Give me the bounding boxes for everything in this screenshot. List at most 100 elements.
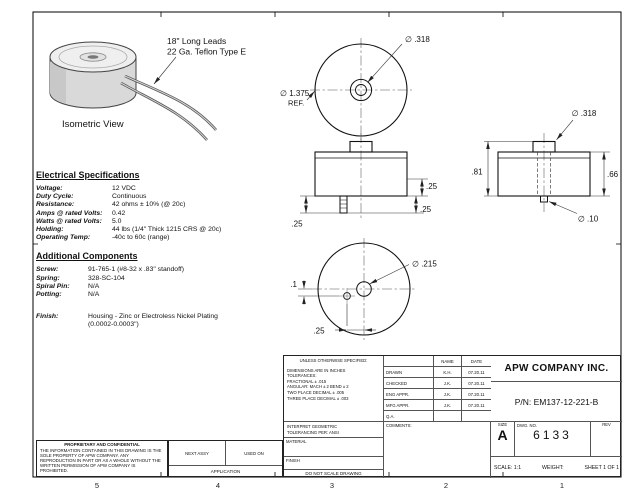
- spec-row: Amps @ rated Volts:0.42: [36, 210, 288, 218]
- tolerance-line: DIMENSIONS ARE IN INCHES: [287, 367, 346, 373]
- finish-label: Finish:: [36, 313, 59, 321]
- size-label: SIZE: [497, 422, 508, 427]
- spec-label: Holding:: [36, 226, 64, 234]
- spec-label: Amps @ rated Volts:: [36, 209, 103, 217]
- spec-value: -40c to 60c (range): [112, 234, 170, 242]
- front-dimension-lines: [300, 178, 428, 214]
- spec-label: Operating Temp:: [36, 234, 91, 242]
- dim-bottom-hole: ∅ .215: [412, 260, 437, 269]
- approval-date: 07.20.11: [468, 402, 485, 408]
- isometric-view: 18" Long Leads 22 Ga. Teflon Type E Isom…: [49, 36, 246, 141]
- proprietary-body: THE INFORMATION CONTAINED IN THIS DRAWIN…: [40, 448, 162, 473]
- spec-value: 42 ohms ± 10% (@ 20c): [112, 201, 186, 209]
- zone-number-1: 1: [559, 481, 565, 490]
- approval-date: [462, 411, 491, 421]
- spec-value: N/A: [88, 282, 100, 290]
- approval-row: MFG APPR. J.K. 07.20.11: [384, 400, 491, 411]
- weight-label: WEIGHT:: [541, 464, 564, 471]
- zone-number-3: 3: [329, 481, 335, 490]
- spec-row: Resistance: 42 ohms ± 10% (@ 20c): [36, 201, 288, 209]
- approval-label: CHECKED: [384, 378, 434, 388]
- tolerance-cell: UNLESS OTHERWISE SPECIFIED: DIMENSIONS A…: [284, 356, 384, 422]
- used-on-cell: USED ON: [244, 450, 264, 456]
- approval-name: J.K.: [434, 389, 462, 399]
- scale-label: SCALE: 1:1: [494, 464, 522, 471]
- proprietary-box: PROPRIETARY AND CONFIDENTIAL THE INFORMA…: [36, 440, 168, 477]
- dim-top-od: ∅ 1.375: [280, 89, 310, 98]
- zone-number-5: 5: [94, 481, 100, 490]
- dwg-no-label: DWG. NO.: [517, 423, 538, 428]
- dwg-no-cell: DWG. NO. 6133: [515, 422, 591, 457]
- approval-name: K.H.: [434, 367, 462, 377]
- proprietary-title: PROPRIETARY AND CONFIDENTIAL: [64, 442, 140, 447]
- approval-name: J.K.: [434, 400, 462, 410]
- scale-row: SCALE: 1:1 WEIGHT: SHEET 1 OF 1: [491, 457, 622, 478]
- size-value: A: [497, 426, 508, 443]
- tolerance-line: FRACTIONAL ± .015: [287, 378, 327, 384]
- border-frame: [32, 11, 622, 478]
- spec-label: Duty Cycle:: [36, 193, 74, 201]
- approval-label: Q.A.: [384, 411, 434, 421]
- specs-panel: Electrical Specifications Voltage:12 VDC…: [36, 170, 288, 330]
- company-name: APW COMPANY INC.: [491, 356, 622, 382]
- dim-side-boss: ∅ .318: [572, 109, 597, 118]
- approval-row: ENG APPR. J.K. 07.20.11: [384, 389, 491, 400]
- title-block: UNLESS OTHERWISE SPECIFIED: DIMENSIONS A…: [283, 355, 622, 478]
- approval-date: 07.20.11: [468, 369, 485, 375]
- spec-value: 91-765-1 (#8-32 x .83" standoff): [88, 266, 184, 274]
- spec-label: Watts @ rated Volts:: [36, 217, 102, 225]
- front-view: .25 .25 .25: [291, 133, 438, 229]
- spec-value: 328-SC-104: [88, 274, 125, 282]
- approval-date: 07.20.11: [468, 391, 485, 397]
- approvals-header-row: NAME DATE: [384, 356, 491, 367]
- spec-value: 44 lbs (1/4" Thick 1215 CRS @ 20c): [112, 226, 222, 234]
- rev-label: REV: [602, 422, 611, 427]
- spec-label: Spiral Pin:: [36, 282, 70, 290]
- spec-label: Screw:: [36, 266, 59, 274]
- spec-row: Voltage: 12 VDC: [36, 185, 288, 193]
- dim-side-pin: ∅ .10: [578, 215, 599, 224]
- dim-side-height-left: .81: [471, 168, 483, 177]
- dwg-no-value: 6133: [533, 428, 572, 442]
- application-block: NEXT ASSY USED ON APPLICATION: [168, 440, 283, 477]
- approval-label: MFG APPR.: [384, 400, 434, 410]
- interpret-line2: TOLERANCING PER: ANSI: [287, 429, 339, 435]
- dim-front-left: .25: [291, 220, 303, 229]
- spec-label: Potting:: [36, 291, 62, 299]
- spec-value: 12 VDC: [112, 185, 136, 192]
- rev-cell: REV: [591, 422, 622, 457]
- dim-top-od-ref: REF.: [288, 99, 304, 108]
- approval-name: [434, 411, 462, 421]
- spec-label: Voltage:: [36, 185, 63, 192]
- name-header: NAME: [434, 356, 462, 366]
- date-header: DATE: [470, 358, 483, 364]
- spec-row: Potting: N/A: [36, 291, 288, 299]
- bottom-dimension-lines: [298, 264, 410, 332]
- tolerance-line: ANGULAR: MACH ± 2 BEND ± 2: [287, 384, 349, 390]
- material-cell: MATERIAL: [284, 438, 384, 457]
- spec-row: Holding: 44 lbs (1/4" Thick 1215 CRS @ 20…: [36, 226, 288, 234]
- finish-row: Finish: Housing - Zinc or Electroless Ni…: [36, 313, 288, 329]
- comments-cell: COMMENTS:: [384, 422, 491, 478]
- tolerance-line: TOLERANCES:: [287, 373, 317, 379]
- dim-bottom-offset-y: .1: [290, 280, 297, 289]
- spec-value: N/A: [88, 291, 100, 299]
- spec-label: Resistance:: [36, 201, 75, 209]
- spec-value: 5.0: [112, 217, 122, 225]
- approval-row: CHECKED J.K. 07.20.11: [384, 378, 491, 389]
- spec-row: Duty Cycle: Continuous: [36, 193, 288, 201]
- spec-row: Spring: 328-SC-104: [36, 275, 288, 283]
- finish-line2: (0.0002-0.0003"): [88, 321, 139, 329]
- spec-label: Spring:: [36, 274, 60, 282]
- dim-front-right-lower: .25: [420, 205, 432, 214]
- interpret-cell: INTERPRET GEOMETRIC TOLERANCING PER: ANS…: [284, 422, 384, 438]
- approval-date: 07.20.11: [468, 380, 485, 386]
- dim-front-right-upper: .25: [426, 182, 438, 191]
- spec-value: Continuous: [112, 193, 147, 201]
- interpret-line1: INTERPRET GEOMETRIC: [287, 424, 338, 429]
- approval-label: DRAWN: [384, 367, 434, 377]
- approval-label: ENG APPR.: [384, 389, 434, 399]
- finish-cell-label: FINISH: [286, 458, 300, 463]
- approval-row: Q.A.: [384, 411, 491, 422]
- size-cell: SIZE A: [491, 422, 515, 457]
